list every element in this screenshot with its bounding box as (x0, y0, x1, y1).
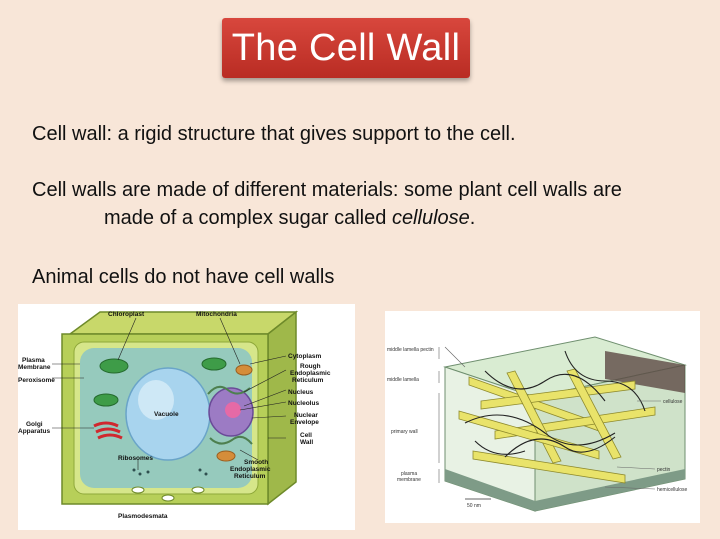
label-scale: 50 nm (467, 503, 481, 509)
label-plasma-membrane-1: Plasma (22, 357, 45, 364)
materials-text-line1: Cell walls are made of different materia… (32, 179, 622, 201)
label-cell-wall-2: Wall (300, 439, 313, 446)
label-smooth-er-3: Reticulum (234, 473, 266, 480)
cell-wall-structure-diagram: middle lamella pectin middle lamella pri… (385, 311, 700, 523)
plant-cell-illustration: Chloroplast Mitochondria Plasma Membrane… (18, 310, 331, 520)
label-rough-er-2: Endoplasmic (290, 370, 331, 377)
label-golgi-2: Apparatus (18, 428, 51, 435)
label-plasma-membrane-1: plasma (401, 471, 417, 477)
label-ribosomes: Ribosomes (118, 455, 153, 462)
cell-wall-illustration: middle lamella pectin middle lamella pri… (387, 336, 688, 512)
label-pectin: pectin (657, 467, 671, 473)
label-vacuole: Vacuole (154, 411, 179, 418)
materials-text-suffix: . (469, 207, 476, 229)
label-hemicellulose: hemicellulose (657, 487, 688, 493)
label-rough-er-3: Reticulum (292, 377, 324, 384)
label-plasmodesmata: Plasmodesmata (118, 513, 168, 520)
materials-text-line2: made of a complex sugar called cellulose… (104, 205, 475, 231)
materials-text-prefix: made of a complex sugar called (104, 207, 392, 229)
label-cellulose: cellulose (663, 399, 683, 405)
label-nucleus: Nucleus (288, 389, 314, 396)
definition-text: Cell wall: a rigid structure that gives … (32, 123, 516, 145)
label-golgi-1: Golgi (26, 421, 43, 428)
label-middle-lamella: middle lamella (387, 377, 419, 383)
label-primary-wall: primary wall (391, 429, 418, 435)
label-peroxisome: Peroxisome (18, 377, 55, 384)
label-rough-er-1: Rough (300, 363, 321, 370)
label-middle-lamella-pectin: middle lamella pectin (387, 347, 434, 353)
label-smooth-er-2: Endoplasmic (230, 466, 271, 473)
slide-title: The Cell Wall (222, 18, 470, 78)
cellulose-term: cellulose (391, 207, 470, 229)
label-chloroplast: Chloroplast (108, 311, 145, 318)
label-cell-wall-1: Cell (300, 432, 312, 439)
label-nucleolus: Nucleolus (288, 400, 319, 407)
label-plasma-membrane-2: Membrane (18, 364, 51, 371)
label-plasma-membrane-2: membrane (397, 477, 421, 483)
label-mitochondria: Mitochondria (196, 311, 237, 318)
animal-cells-text: Animal cells do not have cell walls (32, 266, 335, 288)
label-nuclear-envelope-1: Nuclear (294, 412, 318, 419)
label-smooth-er-1: Smooth (244, 459, 268, 466)
label-nuclear-envelope-2: Envelope (290, 419, 319, 426)
label-cytoplasm: Cytoplasm (288, 353, 321, 360)
plant-cell-diagram: Chloroplast Mitochondria Plasma Membrane… (18, 304, 355, 530)
